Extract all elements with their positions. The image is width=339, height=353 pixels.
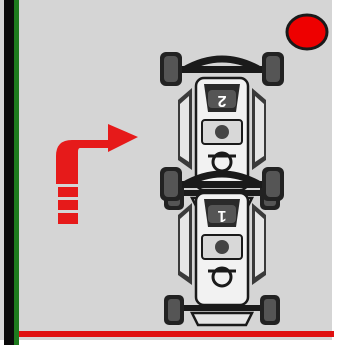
kart-2-number: 2 bbox=[217, 92, 226, 109]
kart-1-number: 1 bbox=[217, 207, 226, 224]
start-line bbox=[19, 331, 334, 337]
left-barrier bbox=[4, 0, 14, 345]
red-light-icon bbox=[287, 15, 327, 49]
grass-strip bbox=[14, 0, 19, 345]
